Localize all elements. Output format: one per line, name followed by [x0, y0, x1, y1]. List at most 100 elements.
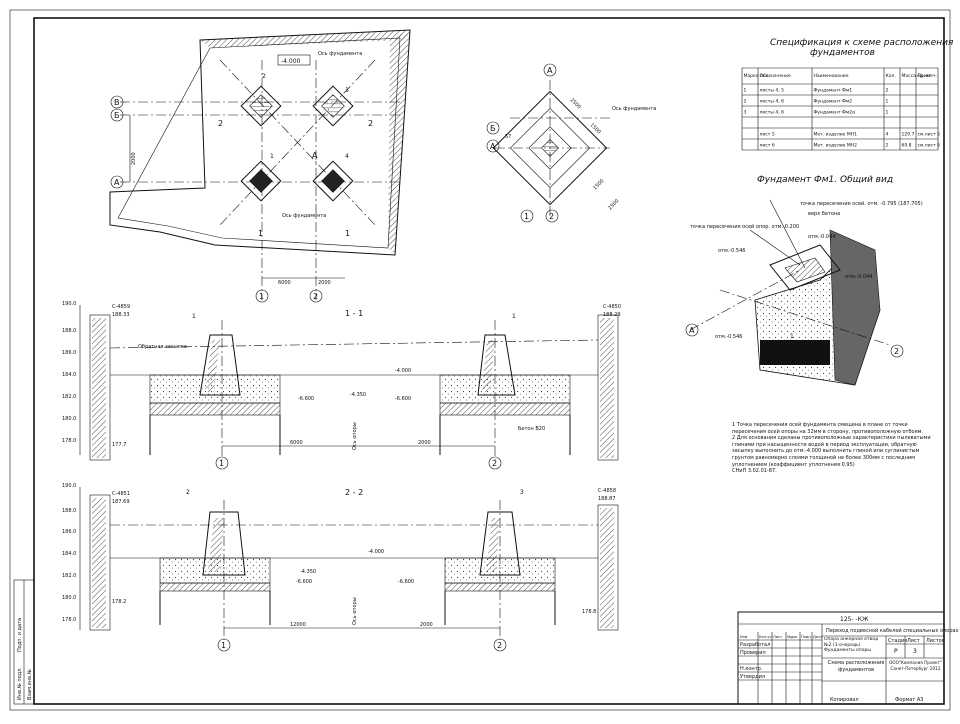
- iso-top-face: [769, 244, 841, 291]
- svg-text:188.0: 188.0: [62, 508, 76, 514]
- svg-text:186.0: 186.0: [62, 529, 76, 535]
- col-axis-2: 2: [309, 289, 323, 303]
- section1-left-borehole: [89, 314, 111, 461]
- notes-block: 1 Точка пересечения осей фундамента смещ…: [732, 422, 931, 474]
- plan-pit-outline: [109, 29, 411, 256]
- tb-col-head: Дата: [813, 635, 822, 639]
- section2-right-borehole: [597, 504, 619, 631]
- plan-dim-left: 2000: [131, 152, 137, 165]
- section2-left-bore: С-4851: [112, 491, 130, 497]
- stamp-line-3: Взам.инв.№: [27, 668, 33, 700]
- svg-text:186.0: 186.0: [62, 350, 76, 356]
- section1-left-bore: С-4859: [112, 304, 130, 310]
- pier-mark-4: 4: [345, 153, 349, 160]
- iso-mark-2: 2: [894, 347, 899, 356]
- note-1: 1 Точка пересечения осей фундамента смещ…: [732, 422, 923, 435]
- iso-label-3: отм.-0.044: [808, 234, 835, 240]
- detail-mark-1: 1: [524, 212, 529, 221]
- spec-cell: листы 4, 6: [760, 110, 785, 116]
- section1-title: 1 - 1: [345, 309, 363, 318]
- section1-level-2: -6.600: [298, 396, 314, 402]
- spec-header: Масса ед. кг: [902, 73, 932, 79]
- section-mark-2-left: 2: [218, 119, 223, 128]
- spec-cell: лист 5: [760, 132, 775, 138]
- section1-right-borehole: [597, 314, 619, 461]
- tb-format: Формат А3: [895, 697, 923, 703]
- section-mark-1-bottom: 1: [258, 229, 263, 238]
- svg-text:184.0: 184.0: [62, 551, 76, 557]
- svg-text:178.0: 178.0: [62, 617, 76, 623]
- spec-cell: листы 4, 6: [760, 99, 785, 105]
- pier-mark-1: 1: [270, 153, 274, 160]
- detail-dim-1: 2500: [569, 97, 582, 110]
- section2-right-bore: С-4858: [598, 488, 616, 494]
- section1-level-4: -6.600: [395, 396, 411, 402]
- tb-stage: Р: [894, 648, 898, 655]
- svg-text:1: 1: [259, 292, 264, 301]
- spec-header: Марка поз.: [744, 73, 770, 79]
- sheet-frame: [33, 17, 945, 705]
- spec-header: Наименование: [814, 73, 849, 79]
- iso-label-5: отм.-0.044: [845, 274, 872, 280]
- spec-cell: Фундамент Фм2а: [814, 110, 856, 116]
- section2-level-1: -4.000: [368, 549, 384, 555]
- pier-ne: [312, 85, 354, 127]
- tb-col-head: Кол.уч: [759, 635, 771, 639]
- iso-label-2: точка пересечения осей опор. отм.-0.200: [690, 223, 799, 230]
- pier-mark-2: 2: [262, 73, 266, 80]
- pier-sw: [240, 160, 282, 202]
- section2-dim-2: 2000: [420, 622, 433, 628]
- section1-bottom-left: 177.7: [112, 442, 126, 448]
- row-axis-v: В: [110, 95, 124, 109]
- section1-dim-1: 6000: [290, 440, 303, 446]
- section2-elev-scale: 190.0 188.0 186.0 184.0 182.0 180.0 178.…: [62, 483, 81, 630]
- svg-text:180.0: 180.0: [62, 416, 76, 422]
- iso-mark-a: А: [689, 326, 695, 335]
- section1-label-backfill: Обратная засыпка: [138, 344, 187, 350]
- spec-cell: Фундамент Фм1: [814, 88, 853, 94]
- section1-mark-1: 1: [219, 459, 224, 468]
- detail-mark-2: 2: [549, 212, 554, 221]
- spec-cell: 2: [886, 88, 889, 94]
- section2-left-bore-elev: 187.69: [112, 499, 130, 505]
- tb-sheets-hdr: Листов: [926, 638, 945, 644]
- svg-text:182.0: 182.0: [62, 394, 76, 400]
- row-axis-b: Б: [110, 108, 124, 122]
- section2-bottom-right: 178.8: [582, 609, 596, 615]
- stamp-line-1: Инв.№ подл.: [17, 667, 23, 700]
- spec-cell: см.лист 6: [918, 143, 941, 149]
- section2-label-axis: Ось опоры: [352, 597, 358, 625]
- tb-col-head: Изм: [740, 635, 748, 639]
- plan-center-mark: А: [312, 151, 318, 160]
- svg-text:188.0: 188.0: [62, 328, 76, 334]
- tb-sheet-hdr: Лист: [907, 638, 920, 644]
- plan-view: -4.000 Ось фундамента Ось фундамента 2 3…: [109, 29, 411, 303]
- section1-level-3: -4.350: [350, 392, 366, 398]
- pier-nw: [240, 85, 282, 127]
- iso-view: Фундамент Фм1. Общий вид А 2 1 точка пер…: [685, 175, 923, 386]
- section2-right-bore-elev: 188.87: [598, 496, 616, 502]
- spec-cell: 3: [744, 110, 747, 116]
- tb-role-1: Разработал: [740, 642, 770, 648]
- section2-level-4: -6.600: [398, 579, 414, 585]
- tb-code: 125- -КЖ: [840, 616, 869, 623]
- plan-dim-b1: 6000: [278, 280, 291, 286]
- tb-drawing: Схема расположения фундаментов: [827, 660, 885, 673]
- section2-pier-mark-3: 3: [520, 489, 524, 496]
- tb-object: Опора анкерная отвод №2 (1-очередь) Фунд…: [824, 637, 879, 653]
- tb-stage-hdr: Стадия: [888, 638, 907, 644]
- section1-mark-2: 2: [492, 459, 497, 468]
- tb-copy: Копировал: [830, 697, 859, 703]
- spec-cell: 4: [886, 132, 889, 138]
- svg-text:А: А: [114, 178, 120, 187]
- spec-cell: 129.7: [902, 132, 915, 138]
- svg-text:2: 2: [313, 292, 318, 301]
- row-axis-a: А: [110, 175, 124, 189]
- tb-col-head: Подп.: [801, 635, 812, 639]
- section2-level-3: -6.600: [296, 579, 312, 585]
- section-2-2: 2 - 2 С-4851 187.69 С-4858 188.87 190.0 …: [62, 483, 619, 652]
- tb-sheet: 3: [913, 648, 917, 655]
- spec-cell: 1: [886, 99, 889, 105]
- spec-title-line1: Спецификация к схеме расположения: [770, 38, 954, 48]
